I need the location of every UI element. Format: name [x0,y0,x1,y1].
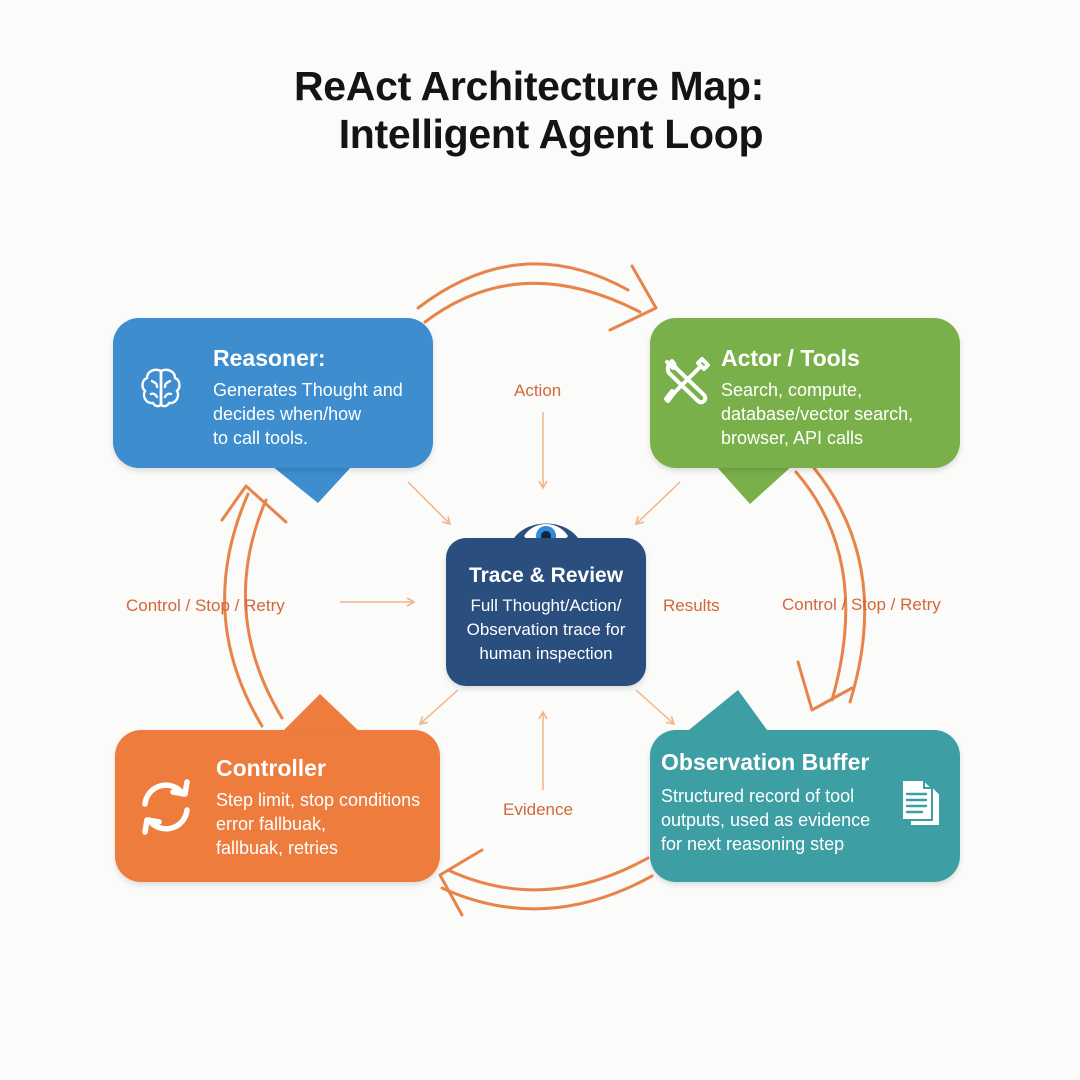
label-evidence: Evidence [503,800,573,819]
reasoner-desc-line: Generates Thought and [213,380,403,400]
observation-title: Observation Buffer [661,749,870,775]
actor-tools-node: Actor / Tools Search, compute, database/… [650,318,960,468]
reasoner-desc: Generates Thought and decides when/how t… [213,378,403,450]
thin-arrow-reasoner-trace [407,481,452,526]
reasoner-desc-line: to call tools. [213,428,309,448]
actor-desc-line: Search, compute, [721,380,863,400]
trace-desc-line: Full Thought/Action/ [470,596,622,615]
actor-tail [716,466,792,504]
document-icon [901,779,941,827]
thin-arrows [340,412,681,790]
label-control-left: Control / Stop / Retry [126,596,285,615]
trace-desc: Full Thought/Action/ Observation trace f… [446,594,646,666]
page-title: ReAct Architecture Map: Intelligent Agen… [0,62,1080,158]
reasoner-tail [272,466,352,503]
reasoner-desc-line: decides when/how [213,404,362,424]
label-results: Results [663,596,720,615]
controller-node: Controller Step limit, stop conditions e… [115,730,440,882]
thin-arrow-actor-trace [634,481,681,526]
observation-desc: Structured record of tool outputs, used … [661,784,870,856]
refresh-icon [142,779,190,835]
title-line-2: Intelligent Agent Loop [338,111,764,157]
brain-icon [141,368,181,408]
actor-desc: Search, compute, database/vector search,… [721,378,913,450]
trace-review-node: Trace & Review Full Thought/Action/ Obse… [446,538,646,686]
arrow-controller-to-reasoner [220,484,288,728]
reasoner-title: Reasoner: [213,345,326,371]
title-line-1: ReAct Architecture Map: [293,63,764,109]
observation-desc-line: Structured record of tool [661,786,855,806]
controller-title: Controller [216,755,326,781]
actor-desc-line: browser, API calls [721,428,864,448]
arrow-reasoner-to-actor [416,262,658,332]
wrench-screwdriver-icon [664,357,710,405]
controller-desc-line: error fallbuak, [216,814,327,834]
label-control-right: Control / Stop / Retry [782,595,941,614]
label-action: Action [514,381,562,400]
arrow-actor-to-observation [794,466,867,712]
trace-desc-line: human inspection [479,644,613,663]
reasoner-node: Reasoner: Generates Thought and decides … [113,318,433,468]
controller-desc-line: fallbuak, retries [216,838,339,858]
observation-desc-line: outputs, used as evidence [661,810,871,830]
trace-desc-line: Observation trace for [466,620,626,639]
arrow-observation-to-controller [438,848,654,917]
controller-desc-line: Step limit, stop conditions [216,790,421,810]
observation-tail [684,690,770,734]
controller-desc: Step limit, stop conditions error fallbu… [216,788,420,860]
thin-arrow-trace-observation [635,689,676,726]
controller-tail [280,694,362,734]
observation-buffer-node: Observation Buffer Structured record of … [650,730,960,882]
actor-desc-line: database/vector search, [721,404,914,424]
observation-desc-line: for next reasoning step [661,834,845,854]
trace-title: Trace & Review [468,564,624,587]
thin-arrow-trace-controller [418,689,459,726]
actor-title: Actor / Tools [721,345,860,371]
